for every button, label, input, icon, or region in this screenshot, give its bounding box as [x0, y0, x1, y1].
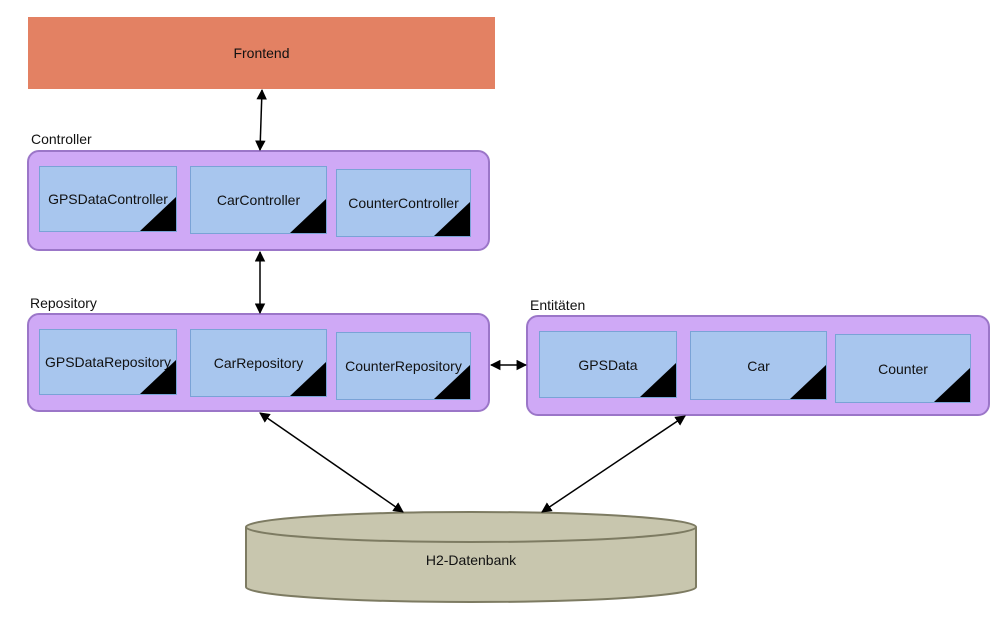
- connector-frontend-controller: [255, 88, 267, 152]
- repository-item-label: CarRepository: [213, 355, 304, 371]
- connector-repository-database: [259, 412, 404, 513]
- controller-item-countercontroller[interactable]: CounterController: [336, 169, 471, 237]
- frontend-label: Frontend: [233, 45, 290, 61]
- controller-item-carcontroller[interactable]: CarController: [190, 166, 327, 234]
- controller-item-label: CounterController: [348, 195, 459, 211]
- repository-item-label: CounterRepository: [345, 358, 462, 374]
- repository-item-counterrepository[interactable]: CounterRepository: [336, 332, 471, 400]
- entities-item-gpsdata[interactable]: GPSData: [539, 331, 677, 398]
- repository-item-gpsdatarepository[interactable]: GPSDataRepository: [39, 329, 177, 395]
- entities-group-label: Entitäten: [530, 297, 586, 313]
- frontend-box[interactable]: Frontend: [28, 17, 495, 89]
- entities-item-counter[interactable]: Counter: [835, 334, 971, 403]
- entities-item-label: Car: [747, 357, 770, 374]
- repository-item-label: GPSDataRepository: [44, 354, 172, 370]
- entities-item-label: GPSData: [578, 356, 638, 373]
- entities-item-label: Counter: [878, 360, 928, 377]
- controller-item-label: GPSDataController: [48, 191, 168, 207]
- controller-item-label: CarController: [216, 192, 301, 208]
- database-cylinder[interactable]: [240, 505, 702, 609]
- repository-item-carrepository[interactable]: CarRepository: [190, 329, 327, 397]
- database-label: H2-Datenbank: [425, 552, 517, 568]
- controller-item-gpsdatacontroller[interactable]: GPSDataController: [39, 166, 177, 232]
- entities-item-car[interactable]: Car: [690, 331, 827, 400]
- connector-entities-database: [541, 415, 686, 513]
- repository-group-label: Repository: [30, 295, 97, 311]
- controller-group-label: Controller: [31, 131, 92, 147]
